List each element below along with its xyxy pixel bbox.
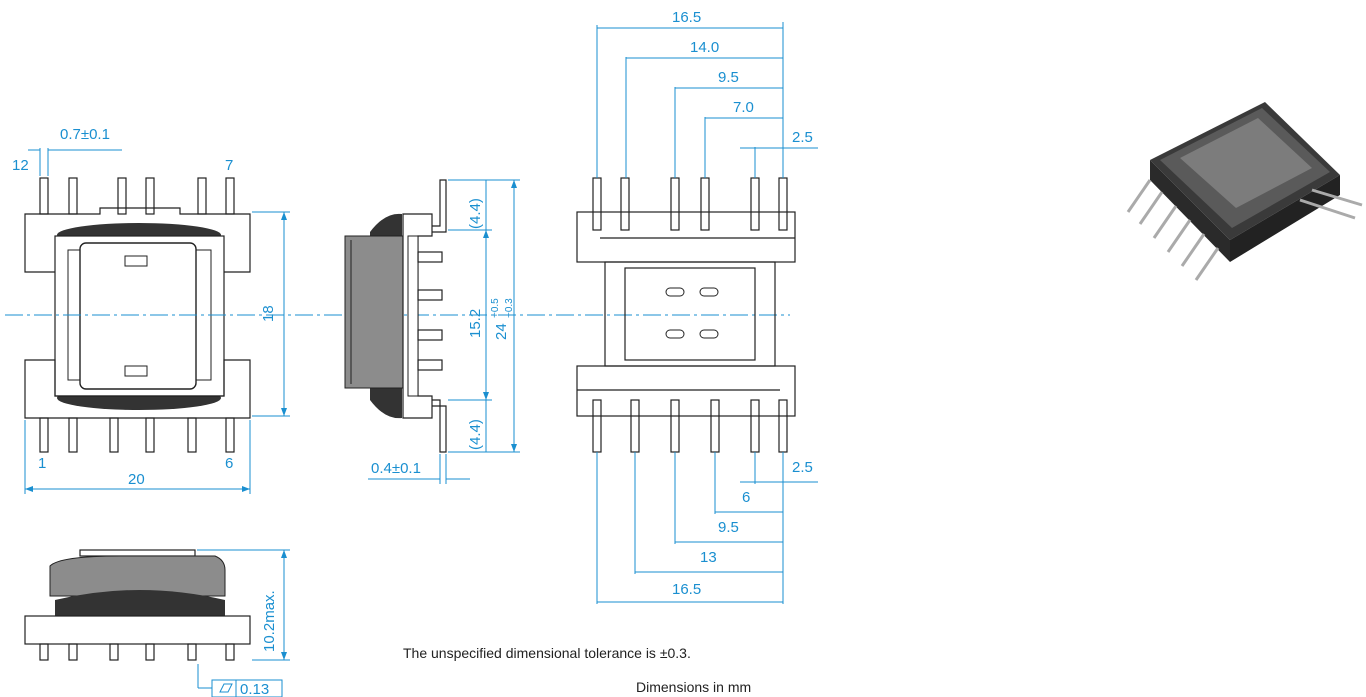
pin-width-label: 0.7±0.1 [60,126,110,143]
tolerance-note: The unspecified dimensional tolerance is… [403,645,691,661]
pin-thickness-label: 0.4±0.1 [371,460,421,477]
pin-number-12: 12 [12,157,29,174]
bottom-dim-9-5: 9.5 [718,519,739,536]
units-note: Dimensions in mm [636,679,751,695]
bottom-dim-6: 6 [742,489,750,506]
total-length-label: 24 [493,323,510,340]
height-18-label: 18 [260,305,277,322]
pin-number-1: 1 [38,455,46,472]
top-dim-2-5: 2.5 [792,129,813,146]
total-tolerance-minus: −0.3 [504,298,515,318]
front-bottom-pins [39,417,235,453]
pin-number-7: 7 [225,157,233,174]
width-20-label: 20 [128,471,145,488]
pin-length-bottom-label: (4.4) [467,419,484,450]
pin-length-top-label: (4.4) [467,198,484,229]
top-dim-7-0: 7.0 [733,99,754,116]
bottom-dim-13: 13 [700,549,717,566]
front-view: 0.7±0.1 12 7 1 6 20 18 [5,126,790,494]
pin-number-6: 6 [225,455,233,472]
top-dim-16-5: 16.5 [672,9,701,26]
side-pins [417,179,447,453]
top-dim-14-0: 14.0 [690,39,719,56]
core-length-label: 15.2 [467,309,484,338]
bottom-view: 16.5 14.0 9.5 7.0 2.5 2.5 6 9.5 13 16.5 [576,9,818,604]
component-3d-render [1126,102,1363,281]
bottom-view-top-pins [592,177,788,231]
profile-view: 10.2max. 0.13 [24,549,290,697]
bottom-dim-16-5: 16.5 [672,581,701,598]
top-dim-9-5: 9.5 [718,69,739,86]
bottom-dim-2-5: 2.5 [792,459,813,476]
total-tolerance-plus: +0.5 [490,298,501,318]
bottom-view-bottom-pins [592,399,788,453]
side-view: (4.4) 15.2 (4.4) 24 +0.5 −0.3 0.4±0.1 [344,179,520,484]
flatness-value: 0.13 [240,681,269,697]
max-height-label: 10.2max. [261,590,278,652]
